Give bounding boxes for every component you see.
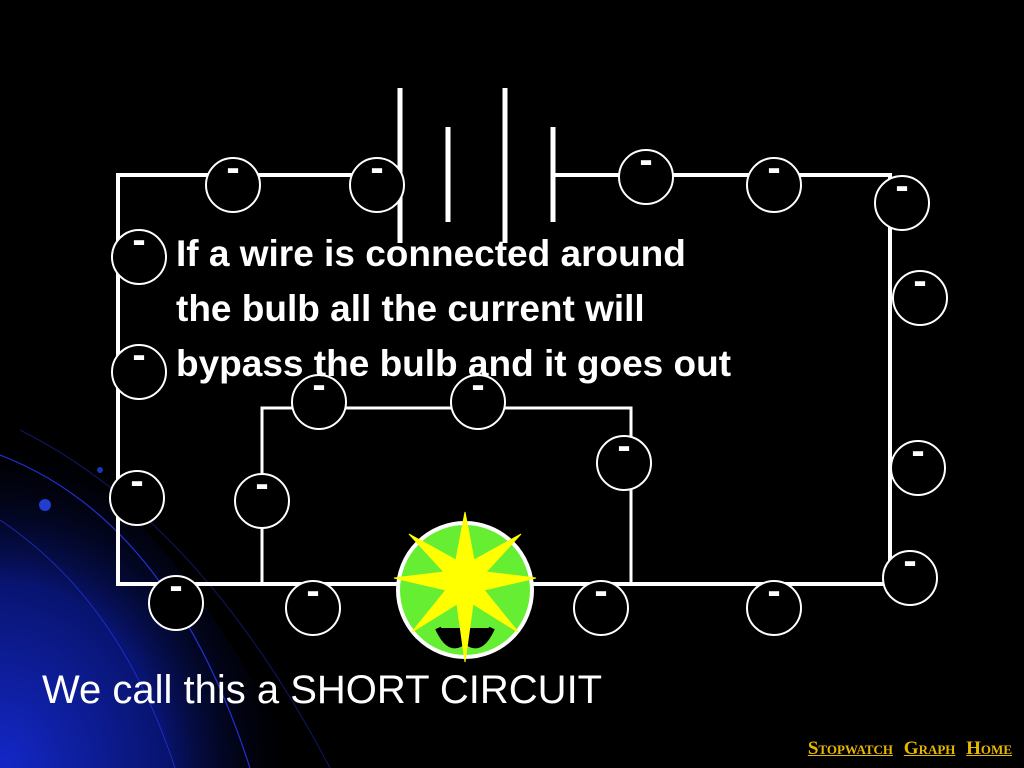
electron-label: - <box>767 146 780 190</box>
electron-icon: - <box>746 146 802 213</box>
electron-icon: - <box>205 146 261 213</box>
stopwatch-link[interactable]: Stopwatch <box>807 738 894 759</box>
electron-icon: - <box>291 363 347 430</box>
electron-label: - <box>767 569 780 613</box>
electron-label: - <box>306 569 319 613</box>
electron-label: - <box>130 459 143 503</box>
electron-icon: - <box>234 462 290 529</box>
electron-label: - <box>913 259 926 303</box>
nav-links: Stopwatch Graph Home <box>802 738 1012 760</box>
electron-label: - <box>370 146 383 190</box>
electron-label: - <box>132 333 145 377</box>
electron-icon: - <box>618 138 674 205</box>
electron-icon: - <box>596 424 652 491</box>
electron-icon: - <box>746 569 802 636</box>
slide-title: We call this a SHORT CIRCUIT <box>42 668 603 712</box>
electron-label: - <box>132 218 145 262</box>
electron-icon: - <box>573 569 629 636</box>
electron-icon: - <box>450 363 506 430</box>
graph-link[interactable]: Graph <box>903 738 956 759</box>
electron-label: - <box>911 429 924 473</box>
electron-label: - <box>594 569 607 613</box>
electron-label: - <box>169 564 182 608</box>
caption-line: bypass the bulb and it goes out <box>176 343 732 384</box>
electron-label: - <box>895 164 908 208</box>
electron-group: - - - - - - - - - - - - - - - - - - - <box>109 138 948 636</box>
electron-icon: - <box>111 218 167 285</box>
electron-icon: - <box>148 564 204 631</box>
caption-line: If a wire is connected around <box>176 233 686 274</box>
electron-label: - <box>617 424 630 468</box>
electron-label: - <box>312 363 325 407</box>
electron-label: - <box>903 539 916 583</box>
electron-icon: - <box>111 333 167 400</box>
electron-icon: - <box>892 259 948 326</box>
outer-wire-right <box>510 173 892 586</box>
electron-icon: - <box>874 164 930 231</box>
caption-line: the bulb all the current will <box>176 288 645 329</box>
electron-icon: - <box>882 539 938 606</box>
electron-label: - <box>471 363 484 407</box>
electron-icon: - <box>890 429 946 496</box>
bulb-star-icon <box>393 511 537 663</box>
light-bulb-icon <box>393 511 537 663</box>
electron-label: - <box>639 138 652 182</box>
explanation-text: If a wire is connected around the bulb a… <box>176 226 876 391</box>
home-link[interactable]: Home <box>966 738 1012 759</box>
electron-icon: - <box>285 569 341 636</box>
electron-icon: - <box>349 146 405 213</box>
electron-label: - <box>226 146 239 190</box>
electron-label: - <box>255 462 268 506</box>
electron-icon: - <box>109 459 165 526</box>
battery-icon <box>397 88 556 243</box>
